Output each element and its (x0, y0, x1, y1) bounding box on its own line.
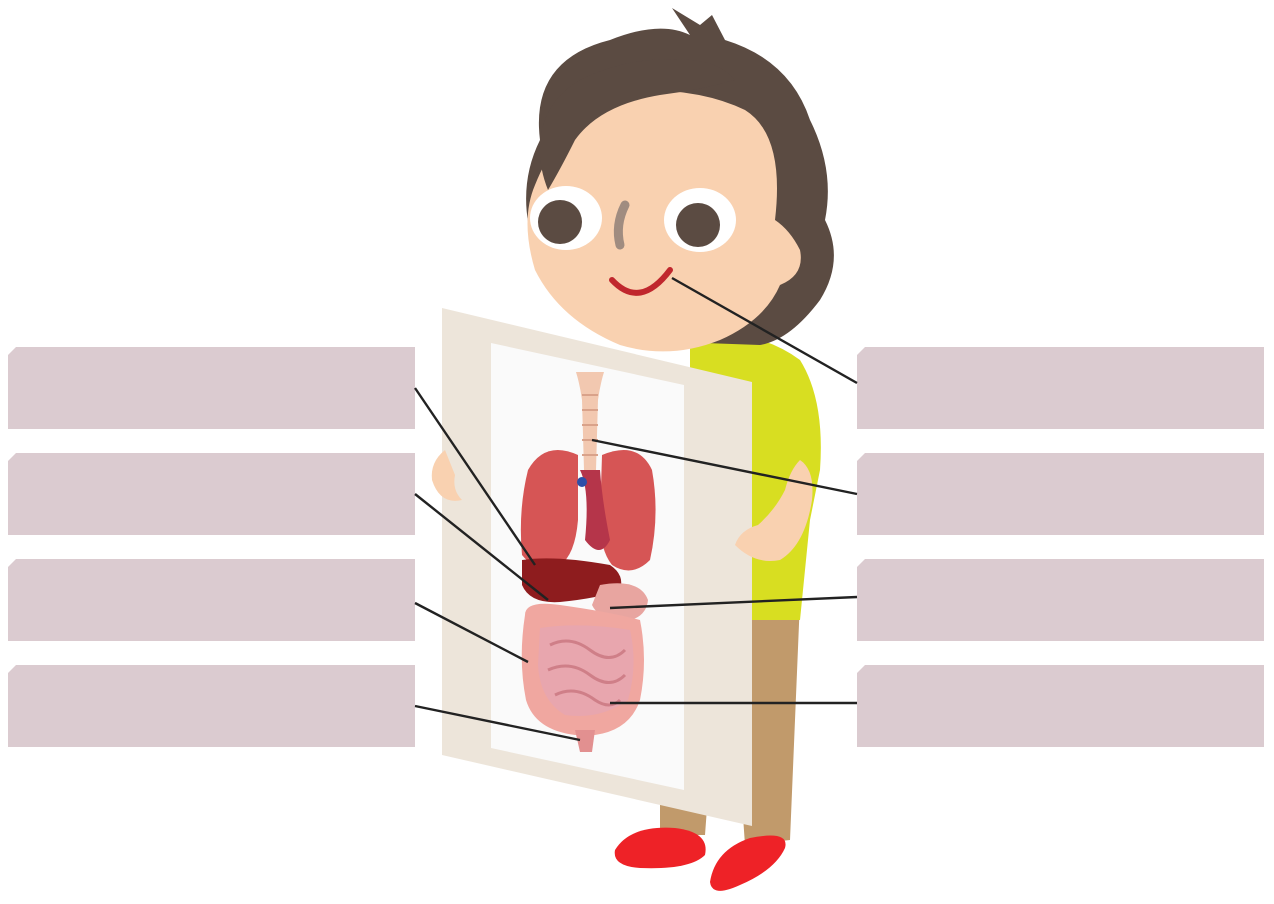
label-box-right-2 (857, 453, 1264, 535)
label-box-left-3 (8, 559, 415, 641)
label-text-right-2 (877, 453, 1254, 535)
label-box-right-4 (857, 665, 1264, 747)
shoes (615, 828, 786, 891)
label-box-left-1 (8, 347, 415, 429)
label-text-right-4 (877, 665, 1254, 747)
label-text-left-2 (28, 453, 405, 535)
label-text-right-3 (877, 559, 1254, 641)
label-text-right-1 (877, 347, 1254, 429)
label-text-left-3 (28, 559, 405, 641)
label-text-left-1 (28, 347, 405, 429)
label-box-left-2 (8, 453, 415, 535)
label-box-left-4 (8, 665, 415, 747)
label-box-right-1 (857, 347, 1264, 429)
label-box-right-3 (857, 559, 1264, 641)
label-text-left-4 (28, 665, 405, 747)
